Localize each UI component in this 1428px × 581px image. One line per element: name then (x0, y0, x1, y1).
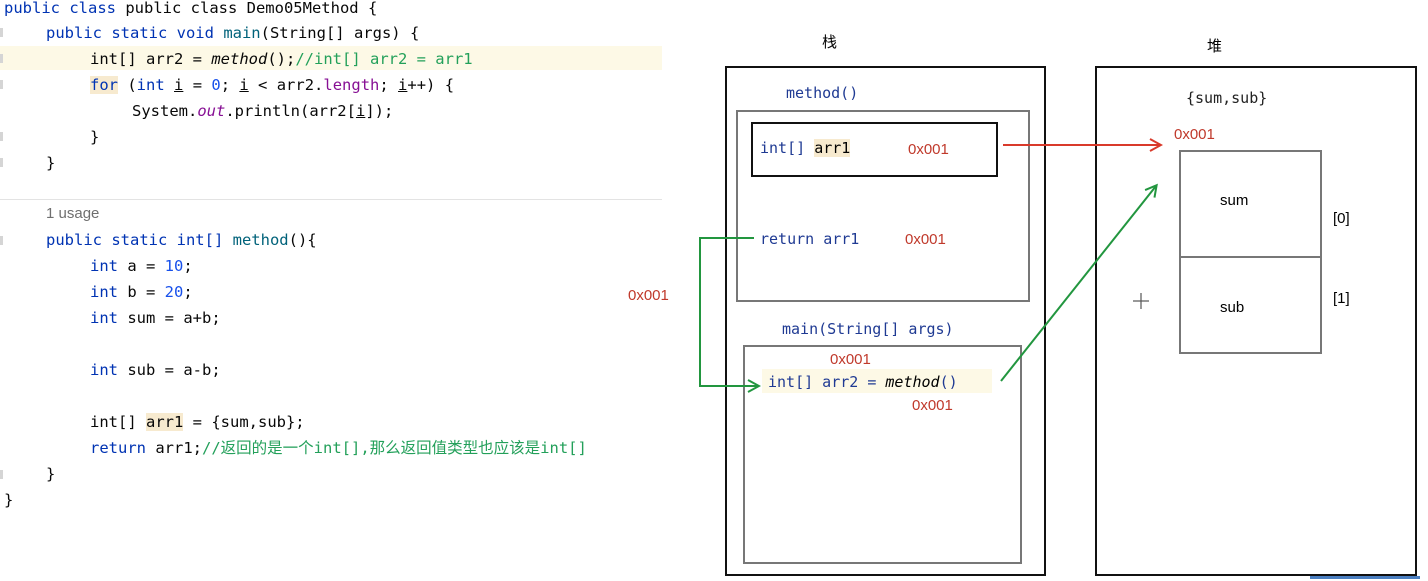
stack-area (725, 66, 1046, 576)
gutter-marker (0, 132, 3, 141)
code-line-close-method: } (46, 465, 56, 483)
heap-array-label: {sum,sub} (1186, 89, 1268, 107)
arr1-variable-box (751, 122, 998, 177)
code-line-for: for (int i = 0; i < arr2.length; i++) { (90, 76, 455, 94)
gutter-marker (0, 80, 3, 89)
arr1-address: 0x001 (908, 141, 949, 158)
gutter-marker (0, 470, 3, 479)
method-frame-label: method() (786, 84, 859, 102)
code-line-method-decl: public static int[] method(){ (46, 231, 317, 249)
gutter-marker (0, 236, 3, 245)
heap-cell-1 (1179, 256, 1322, 354)
usage-hint[interactable]: 1 usage (46, 205, 100, 222)
main-address-bottom: 0x001 (912, 397, 953, 414)
stack-title: 栈 (822, 33, 838, 51)
gutter-marker (0, 158, 3, 167)
heap-cell-0 (1179, 150, 1322, 258)
gutter-marker (0, 28, 3, 37)
code-line-sum: int sum = a+b; (90, 309, 221, 327)
heap-title: 堆 (1207, 37, 1223, 55)
heap-cell-1-label: sub (1220, 299, 1245, 316)
heap-index-1: [1] (1333, 290, 1350, 307)
code-line-a: int a = 10; (90, 257, 193, 275)
move-cursor-icon (1133, 293, 1149, 309)
main-frame (743, 345, 1022, 564)
method-frame (736, 110, 1030, 302)
code-line-arr1: int[] arr1 = {sum,sub}; (90, 413, 305, 431)
arr1-variable-label: int[] arr1 (760, 139, 851, 157)
code-line-sub: int sub = a-b; (90, 361, 221, 379)
code-line-return: return arr1;//返回的是一个int[],那么返回值类型也应该是int… (90, 439, 587, 457)
heap-cell-0-label: sum (1220, 192, 1249, 209)
return-arrow (699, 237, 758, 386)
main-frame-label: main(String[] args) (782, 320, 954, 338)
main-address-top: 0x001 (830, 351, 871, 368)
return-label: return arr1 (760, 230, 860, 248)
code-line-println: System.out.println(arr2[i]); (132, 102, 394, 120)
code-line-close-main: } (46, 154, 56, 172)
code-line-class: public class public class Demo05Method { (4, 0, 378, 17)
gutter-marker (0, 54, 3, 63)
arr2-label: int[] arr2 = method() (768, 373, 958, 391)
code-line-b: int b = 20; (90, 283, 193, 301)
heap-address: 0x001 (1174, 126, 1215, 143)
arr2-highlight (762, 369, 992, 393)
code-line-close-for: } (90, 128, 100, 146)
method-separator (0, 199, 662, 200)
return-address: 0x001 (905, 231, 946, 248)
code-line-close-class: } (4, 491, 14, 509)
current-line-highlight (0, 46, 662, 70)
code-editor: public class public class Demo05Method {… (0, 0, 662, 581)
main-decl: public static void main(String[] args) { (46, 24, 420, 42)
code-line-arr2: int[] arr2 = method();//int[] arr2 = arr… (90, 50, 473, 68)
heap-area (1095, 66, 1417, 576)
reference-arrow-arr2 (1000, 186, 1156, 382)
heap-index-0: [0] (1333, 210, 1350, 227)
code-line-main-decl: public static void main(String[] args) { (46, 20, 419, 46)
floating-address: 0x001 (628, 287, 669, 304)
scroll-indicator (1310, 576, 1420, 579)
